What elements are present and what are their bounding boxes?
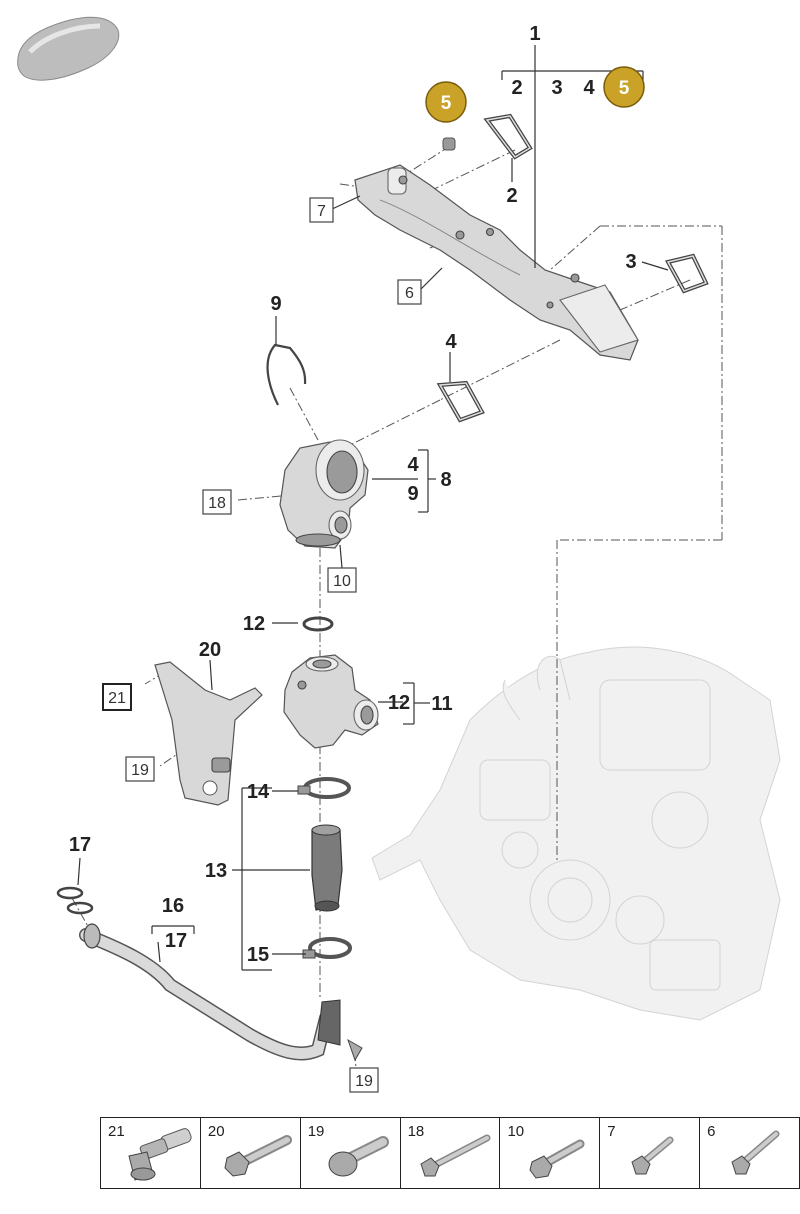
bolt-cell-label: 10 xyxy=(507,1123,525,1140)
callout-15: 15 xyxy=(247,944,269,966)
callout-12: 12 xyxy=(243,613,265,635)
svg-text:5: 5 xyxy=(441,93,452,114)
callout-9-group: 9 xyxy=(407,483,418,505)
housing-part-8 xyxy=(279,439,369,549)
clamp-15 xyxy=(302,937,352,959)
bolt-cell-label: 19 xyxy=(307,1123,325,1140)
bolt-18-icon xyxy=(419,1134,491,1177)
bolt-cell-label: 21 xyxy=(108,1123,125,1140)
bolt-cell-label: 18 xyxy=(407,1123,425,1140)
bolt-20-icon xyxy=(224,1135,292,1177)
callout-9: 9 xyxy=(270,293,281,315)
svg-text:7: 7 xyxy=(317,203,326,220)
thermostat-housing-11 xyxy=(283,654,379,749)
boxed-callouts: 7 6 18 10 21 19 19 xyxy=(102,197,422,1093)
bolt-6-icon xyxy=(731,1130,780,1175)
leader-lines xyxy=(77,45,669,971)
boxed-callout-10: 10 xyxy=(327,567,357,593)
callout-4-group: 4 xyxy=(407,454,419,476)
bolt-cell-6[interactable]: 6 xyxy=(700,1118,799,1188)
o-ring-12 xyxy=(302,616,334,632)
callout-2: 2 xyxy=(506,185,517,207)
bolt-cell-label: 6 xyxy=(707,1123,716,1140)
callout-14: 14 xyxy=(247,781,270,803)
badge-5-left[interactable]: 5 xyxy=(425,81,467,123)
svg-text:21: 21 xyxy=(108,690,126,707)
callout-4-header: 4 xyxy=(583,77,595,99)
spring-clip-9 xyxy=(266,343,307,406)
callout-17-group: 17 xyxy=(165,930,187,952)
o-ring-17-pair xyxy=(56,886,94,915)
boxed-callout-7: 7 xyxy=(309,197,334,223)
boxed-callout-21: 21 xyxy=(102,683,132,711)
bolt-21-icon xyxy=(128,1128,192,1181)
gasket-2 xyxy=(483,113,533,160)
callout-3: 3 xyxy=(625,251,636,273)
callout-3-header: 3 xyxy=(551,77,562,99)
coolant-pipe-16 xyxy=(79,923,363,1062)
bolt-cell-10[interactable]: 10 xyxy=(500,1118,601,1188)
bolt-cell-7[interactable]: 7 xyxy=(600,1118,701,1188)
bolt-cell-label: 20 xyxy=(207,1123,225,1140)
engine-background-icon xyxy=(371,646,781,1021)
svg-text:19: 19 xyxy=(131,762,149,779)
bolt-cell-21[interactable]: 21 xyxy=(101,1118,201,1188)
callout-16: 16 xyxy=(162,895,184,917)
callout-2-header: 2 xyxy=(511,77,522,99)
callout-17-top: 17 xyxy=(69,834,91,856)
gasket-3 xyxy=(664,253,709,294)
svg-text:19: 19 xyxy=(355,1073,373,1090)
bolt-cell-19[interactable]: 19 xyxy=(301,1118,401,1188)
svg-text:6: 6 xyxy=(405,285,414,302)
callout-13: 13 xyxy=(205,860,227,882)
clamp-14 xyxy=(297,777,351,799)
svg-text:18: 18 xyxy=(208,495,226,512)
bracket-20 xyxy=(154,661,263,806)
bolt-7-icon xyxy=(631,1136,674,1175)
callout-1: 1 xyxy=(529,23,540,45)
car-silhouette-icon xyxy=(17,16,120,81)
callout-20: 20 xyxy=(199,639,221,661)
callout-11: 11 xyxy=(431,693,452,715)
svg-text:10: 10 xyxy=(333,573,351,590)
bolt-reference-table: 21 20 19 18 10 xyxy=(100,1117,800,1189)
bolt-10-icon xyxy=(529,1139,585,1179)
small-plug-5 xyxy=(442,137,456,151)
callout-numbers: 1 2 3 4 2 3 9 4 4 9 8 12 20 12 11 14 17 … xyxy=(69,23,637,966)
hose-13 xyxy=(311,824,343,912)
badge-5-top[interactable]: 5 xyxy=(603,66,645,108)
boxed-callout-18: 18 xyxy=(202,489,232,515)
callout-4: 4 xyxy=(445,331,457,353)
gasket-4 xyxy=(436,380,485,423)
manifold-part-1 xyxy=(354,164,639,361)
bolt-19-icon xyxy=(328,1136,389,1177)
bolt-cell-18[interactable]: 18 xyxy=(401,1118,501,1188)
bolt-cell-20[interactable]: 20 xyxy=(201,1118,301,1188)
boxed-callout-19-left: 19 xyxy=(125,756,155,782)
bolt-cell-label: 7 xyxy=(607,1123,616,1140)
callout-8: 8 xyxy=(440,469,451,491)
svg-text:5: 5 xyxy=(619,78,630,99)
boxed-callout-6: 6 xyxy=(397,279,422,305)
boxed-callout-19-bottom: 19 xyxy=(349,1067,379,1093)
callout-12-group: 12 xyxy=(388,692,410,714)
